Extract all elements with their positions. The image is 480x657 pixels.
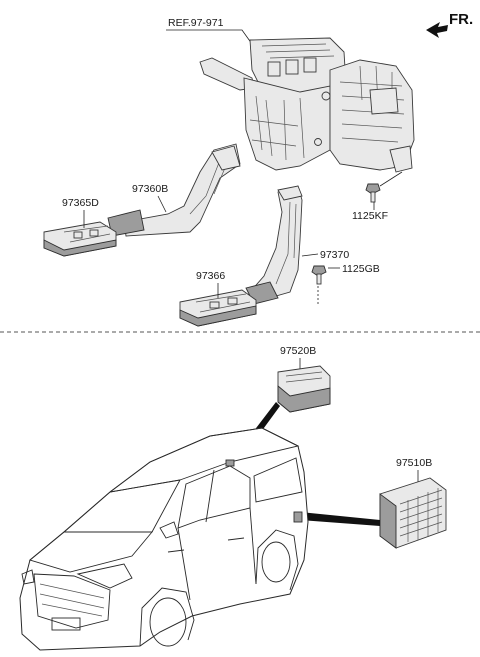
- bolt-1125gb: [311, 265, 327, 285]
- front-direction-indicator: FR.: [426, 11, 473, 38]
- label-97510b: 97510B: [396, 457, 432, 469]
- duct-97366: [179, 289, 257, 327]
- hvac-unit-assembly: [199, 37, 415, 173]
- duct-97365d: [43, 221, 117, 257]
- leader-1125kf-mount: [379, 171, 403, 187]
- grille-97510b: [379, 477, 447, 549]
- duct-97360b: [107, 143, 241, 237]
- label-97520b: 97520B: [280, 345, 316, 357]
- leader-97370: [301, 253, 319, 257]
- leader-ref: [166, 29, 253, 45]
- arrow-forward-icon: [426, 22, 448, 38]
- vehicle-outline: [19, 427, 309, 651]
- bolt-1125kf: [365, 183, 381, 203]
- label-97360b: 97360B: [132, 183, 168, 195]
- leader-wedge-97510b: [300, 512, 380, 526]
- label-1125gb: 1125GB: [342, 263, 380, 275]
- label-1125kf: 1125KF: [352, 210, 388, 222]
- label-fr: FR.: [449, 11, 473, 28]
- sensor-97520b: [277, 365, 331, 413]
- label-97366: 97366: [196, 270, 225, 282]
- label-97365d: 97365D: [62, 197, 99, 209]
- label-97370: 97370: [320, 249, 349, 261]
- duct-97370: [245, 185, 303, 305]
- label-ref-97-971: REF.97-971: [168, 17, 224, 29]
- leader-97360b: [157, 195, 167, 213]
